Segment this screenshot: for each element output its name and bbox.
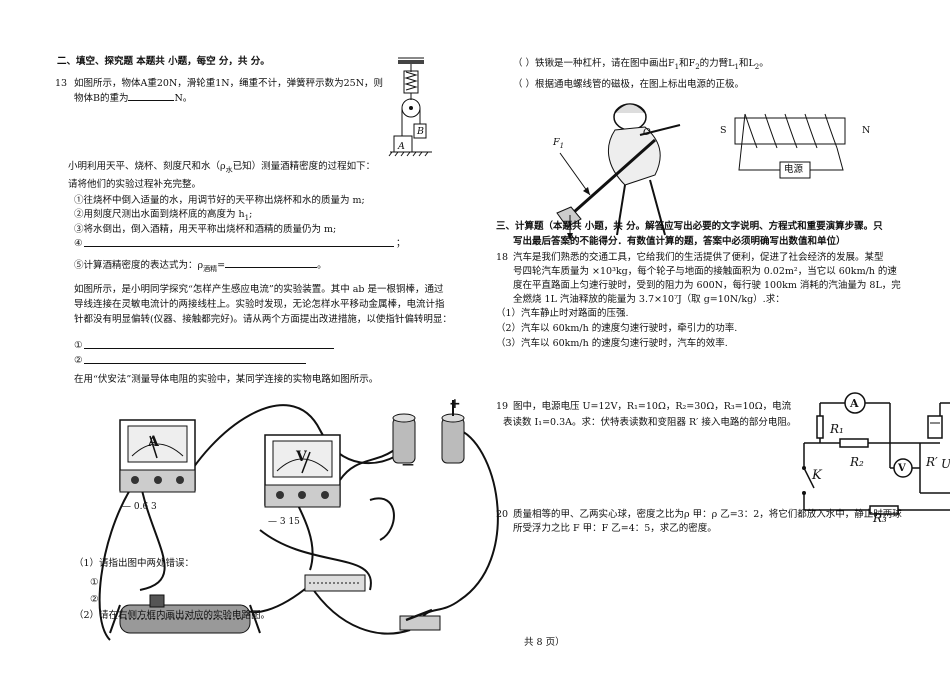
density-step2: ②用刻度尺测出水面到烧杯底的高度为 h1; [74, 208, 252, 225]
q13-line1: 如图所示，物体A重20N，滑轮重1N，绳重不计，弹簧秤示数为25N，则 [74, 78, 384, 89]
density-step5-eq: = [217, 260, 226, 271]
q19-line2: 表读数 I₁=0.3A。求：伏特表读数和变阻器 R′ 接入电路的部分电阻。 [503, 417, 797, 428]
lever-question: （ ）铁锹是一种杠杆，请在图中画出F1和F2的力臂L1和L2。 [513, 57, 769, 74]
q20-number: 20 [496, 509, 509, 520]
magnet-question: （ ）根据通电螺线管的磁极，在图上标出电源的正极。 [513, 79, 745, 90]
voltmeter-scale: — 3 15 [268, 517, 300, 527]
shovel-figure [556, 103, 681, 240]
density-step4: ④ [74, 238, 83, 249]
q19-r2-label: R₂ [850, 455, 864, 469]
power-source-label: 电源 [784, 164, 804, 175]
lever-sub3: 1 [734, 62, 739, 71]
q19-line1: 图中，电源电压 U=12V，R₁=10Ω，R₂=30Ω，R₃=10Ω，电流 [513, 401, 792, 412]
lever-text: （ ）铁锹是一种杠杆，请在图中画出F [513, 58, 675, 69]
induction-answer2-label: ② [74, 355, 83, 366]
density-step4-blank[interactable] [84, 246, 394, 247]
q13-line2: 物体B的重为 N。 [74, 92, 192, 105]
pulley-label-a: A [398, 141, 405, 152]
lever-mid2: 的力臂L [699, 58, 735, 69]
density-step2-text: ②用刻度尺测出水面到烧杯底的高度为 h [74, 209, 245, 220]
section3-header-line1: 三、计算题（本题共 小题，共 分。解答应写出必要的文字说明、方程式和重要演算步骤… [496, 221, 883, 232]
q20-line1: 质量相等的甲、乙两实心球，密度之比为ρ 甲：ρ 乙=3：2，将它们都放入水中，静… [513, 509, 902, 520]
q19-switch-label: K [812, 468, 822, 483]
pulley-diagram [388, 57, 432, 157]
density-intro-a: 小明利用天平、烧杯、刻度尺和水（ρ [68, 161, 226, 172]
q13-blank[interactable] [128, 100, 175, 101]
q18-line1: 汽车是我们熟悉的交通工具，它给我们的生活提供了便利，促进了社会经济的发展。某型 [513, 252, 884, 263]
battery-plus: + [449, 396, 461, 412]
density-step1: ①往烧杯中倒入适量的水，用调节好的天平称出烧杯和水的质量为 m; [74, 195, 365, 206]
voltmeter-label: V [296, 449, 307, 465]
q19-ammeter-label: A [850, 397, 859, 410]
density-step3: ③将水倒出，倒入酒精，用天平称出烧杯和酒精的质量仍为 m; [74, 224, 337, 235]
ammeter-scale: — 0.6 3 [122, 502, 157, 512]
voltammetry-q1a: ① [90, 577, 99, 588]
q19-r1-label: R₁ [830, 422, 844, 436]
lever-mid3: 和L [738, 58, 755, 69]
density-intro-sub: 水 [225, 165, 233, 174]
physical-circuit-diagram [98, 400, 499, 641]
q18-line2: 号四轮汽车质量为 ×10³kg，每个轮子与地面的接触面积为 0.02m²，当它以… [513, 266, 897, 277]
q13-unit: N。 [174, 93, 193, 104]
pole-s-label: S [720, 125, 727, 136]
section2-header: 二、填空、探究题 本题共 小题，每空 分，共 分。 [57, 56, 270, 67]
lever-sub1: 1 [674, 62, 680, 71]
q19-r3-label: R₃ [873, 511, 887, 525]
q18-line4: 全燃烧 1L 汽油释放的能量为 3.7×10⁷J（取 g=10N/kg）.求： [513, 294, 785, 305]
density-step4-end: ； [396, 238, 406, 249]
density-step5-end: 。 [317, 260, 327, 271]
q13-number: 13 [55, 78, 68, 89]
battery-minus: — [402, 457, 414, 471]
force-f1-label: F1 [553, 136, 564, 153]
q18-part3: （3）汽车以 60km/h 的速度匀速行驶时，汽车的效率. [496, 338, 728, 349]
density-step5-sub: 酒精 [203, 264, 218, 273]
induction-line2: 导线连接在灵敏电流计的两接线柱上。实验时发现，无论怎样水平移动金属棒，电流计指 [74, 299, 445, 310]
pulley-label-b: B [417, 126, 424, 137]
lever-mid: 和F [679, 58, 696, 69]
voltammetry-q1b: ② [90, 594, 99, 605]
q18-line3: 度在平直路面上匀速行驶时，受到的阻力为 600N，每行驶 100km 消耗的汽油… [513, 280, 901, 291]
q20-line2: 所受浮力之比 F 甲：F 乙=4：5，求乙的密度。 [513, 523, 717, 534]
ammeter-label: A [148, 434, 159, 450]
solenoid-figure [734, 113, 846, 179]
q18-part2: （2）汽车以 60km/h 的速度匀速行驶时，牵引力的功率. [496, 323, 738, 334]
induction-line1: 如图所示，是小明同学探究“怎样产生感应电流”的实验装置。其中 ab 是一根铜棒，… [74, 284, 444, 295]
q19-circuit-schematic [802, 392, 950, 515]
voltammetry-q2: （2）请在右侧方框内画出对应的实验电路图。 [74, 610, 271, 621]
induction-answer1-blank[interactable] [84, 348, 334, 349]
q13-line2-text: 物体B的重为 [74, 93, 129, 104]
lever-sub2: 2 [695, 62, 700, 71]
q19-rheostat-label: R′ [926, 455, 938, 469]
page-footer: 共 8 页） [524, 637, 565, 648]
density-step5: ⑤计算酒精密度的表达式为：ρ酒精= 。 [74, 259, 327, 276]
pole-n-label: N [862, 125, 871, 136]
q18-number: 18 [496, 252, 509, 263]
lever-end: 。 [759, 58, 769, 69]
lever-sub4: 2 [754, 62, 760, 71]
density-step2-sub: 1 [244, 213, 250, 222]
voltammetry-intro: 在用“伏安法”测量导体电阻的实验中，某同学连接的实物电路如图所示。 [74, 374, 379, 385]
q19-voltage-label: U [941, 458, 950, 471]
pivot-o-label: O [643, 127, 651, 138]
q19-voltmeter-label: V [898, 463, 906, 474]
density-intro: 小明利用天平、烧杯、刻度尺和水（ρ水已知）测量酒精密度的过程如下： [68, 160, 375, 177]
induction-line3: 针都没有明显偏转(仪器、接触都完好)。请从两个方面提出改进措施，以使指针偏转明显… [74, 314, 452, 325]
q18-part1: （1）汽车静止时对路面的压强. [496, 308, 629, 319]
force-f1-sub: 1 [559, 141, 565, 150]
density-step2-end: ; [249, 209, 253, 220]
voltammetry-q1: （1）请指出图中两处错误： [74, 558, 195, 569]
density-line2: 请将他们的实验过程补充完整。 [68, 179, 202, 190]
induction-answer1-label: ① [74, 340, 83, 351]
q19-number: 19 [496, 401, 509, 412]
density-intro-b: 已知）测量酒精密度的过程如下： [232, 161, 376, 172]
induction-answer2-blank[interactable] [84, 363, 306, 364]
density-step5-text: ⑤计算酒精密度的表达式为：ρ [74, 260, 204, 271]
section3-header-line2: 写出最后答案的不能得分．有数值计算的题，答案中必须明确写出数值和单位） [513, 236, 846, 247]
density-formula-blank[interactable] [225, 267, 318, 268]
force-f1-text: F [553, 137, 560, 148]
